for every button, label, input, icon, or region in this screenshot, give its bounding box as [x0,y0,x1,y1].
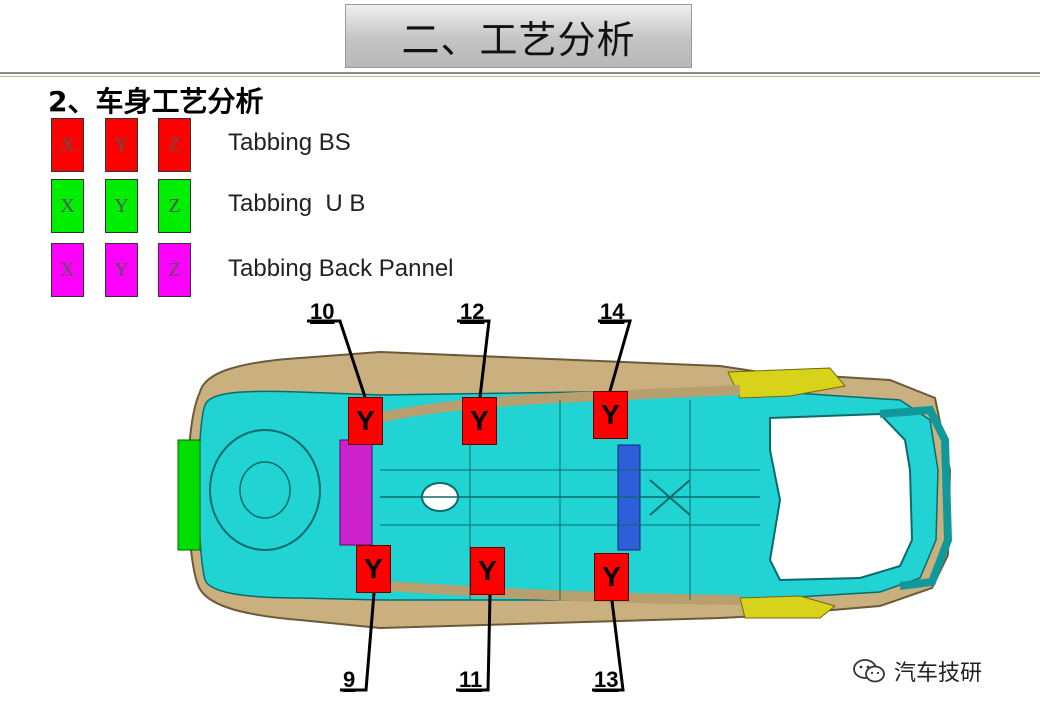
legend-swatch-x: X [51,179,84,233]
front-frame-rail [879,405,953,590]
legend-swatch-y: Y [105,179,138,233]
spare-wheel-center [239,461,291,519]
marker-number-10: 10 [310,299,335,324]
front-yellow-lower [739,595,837,619]
watermark-text: 汽车技研 [894,661,983,686]
legend-row-bs: X Y Z Tabbing BS [51,118,551,174]
leader-line-9 [340,592,376,692]
wechat-icon [853,659,885,683]
leader-line-11 [456,594,492,692]
tabbing-marker-14: Y [593,391,628,439]
legend-swatch-z: Z [158,118,191,172]
title-divider [0,72,1040,74]
marker-number-11: 11 [459,667,483,692]
marker-number-13: 13 [594,667,619,692]
tabbing-marker-12: Y [462,397,497,445]
legend-swatch-z: Z [158,243,191,297]
leader-line-12 [457,319,491,398]
engine-bay-opening [768,412,914,582]
leader-line-10 [307,319,367,398]
roof-rail-lower [369,580,741,605]
back-panel [339,439,373,546]
tabbing-marker-10: Y [348,397,383,445]
legend-label: Tabbing U B [228,190,366,217]
tabbing-marker-9: Y [356,545,391,593]
title-divider-thin [0,76,1040,77]
legend-swatch-z: Z [158,179,191,233]
leader-line-13 [592,600,625,692]
page-title: 二、工艺分析 [345,4,692,68]
legend-label: Tabbing Back Pannel [228,255,454,282]
marker-number-9: 9 [343,667,356,692]
section-subtitle: 2、车身工艺分析 [48,85,264,118]
legend-row-back-pannel: X Y Z Tabbing Back Pannel [51,243,551,299]
rear-green-tab [177,439,201,551]
leader-line-14 [598,319,632,392]
legend-swatch-x: X [51,118,84,172]
marker-number-12: 12 [460,299,485,324]
tabbing-marker-11: Y [470,547,505,595]
legend-swatch-y: Y [105,118,138,172]
legend-row-ub: X Y Z Tabbing U B [51,179,551,235]
legend-swatch-y: Y [105,243,138,297]
spare-wheel-well [209,429,321,551]
tabbing-marker-13: Y [594,553,629,601]
roof-rail-upper [368,385,741,425]
legend-label: Tabbing BS [228,129,351,156]
legend-swatch-x: X [51,243,84,297]
watermark: 汽车技研 [852,655,982,687]
marker-number-14: 14 [600,299,625,324]
